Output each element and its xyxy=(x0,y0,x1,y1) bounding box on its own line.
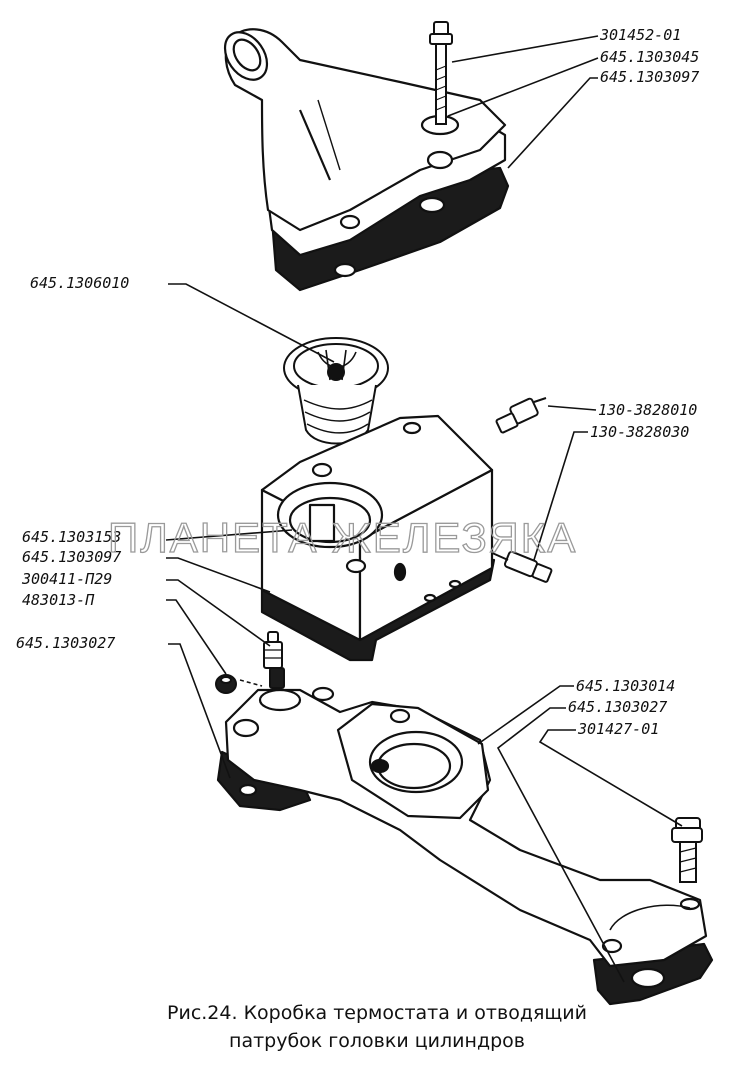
plug-483013 xyxy=(215,674,237,694)
watermark: ПЛАНЕТА ЖЕЛЕЗЯКА xyxy=(108,514,577,561)
top-bolt xyxy=(429,21,453,125)
leader-gasket-left xyxy=(168,643,231,779)
leader-cover xyxy=(447,57,599,117)
label-bolt-bottom: 301427-01 xyxy=(577,720,659,738)
label-housing: 645.1303153 xyxy=(22,528,121,546)
sensor-130-3828030 xyxy=(489,550,553,583)
bottom-bolt xyxy=(671,817,703,883)
cover-bolt-hole-left xyxy=(339,214,361,230)
cover-bolt-hole-right xyxy=(426,150,454,170)
label-gasket-right: 645.1303027 xyxy=(568,698,667,716)
label-plug: 483013-П xyxy=(22,591,95,609)
fitting-300411 xyxy=(263,631,285,689)
leader-sensor-2 xyxy=(533,431,588,561)
thermostat-housing xyxy=(260,414,496,662)
thermostat-cover xyxy=(223,28,510,292)
leader-gasket-mid xyxy=(166,557,271,593)
leader-fitting xyxy=(166,579,271,647)
label-gasket-left: 645.1303027 xyxy=(16,634,115,652)
label-cover: 645.1303045 xyxy=(600,48,699,66)
leader-gasket-right xyxy=(496,707,625,983)
label-sensor-2: 130-3828030 xyxy=(590,423,689,441)
label-gasket-mid: 645.1303097 xyxy=(22,548,121,566)
label-thermostat: 645.1306010 xyxy=(30,274,129,292)
leader-plug xyxy=(166,599,227,675)
sensor-130-3828010 xyxy=(495,397,547,434)
leader-bolt-top xyxy=(451,35,599,63)
leader-bolt-bottom xyxy=(538,729,683,827)
figure-caption-line-1: Рис.24. Коробка термостата и отводящий xyxy=(167,1002,587,1024)
cover-gasket-hole-2 xyxy=(418,196,446,214)
leader-thermostat xyxy=(168,283,335,363)
cover-gasket-hole-1 xyxy=(333,262,357,278)
label-sensor-1: 130-3828010 xyxy=(598,401,697,419)
leader-housing xyxy=(165,529,293,541)
outlet-pipe xyxy=(216,686,714,1006)
label-bolt-top: 301452-01 xyxy=(599,26,681,44)
label-fitting: 300411-П29 xyxy=(21,570,112,588)
leader-gasket-top xyxy=(507,77,598,169)
label-gasket-top: 645.1303097 xyxy=(600,68,699,86)
leader-pipe xyxy=(477,685,574,745)
leader-lines xyxy=(165,35,683,983)
thermostat xyxy=(283,337,389,445)
plug-guide-dash xyxy=(239,679,263,687)
cover-neck-bore xyxy=(232,38,262,72)
leader-sensor-1 xyxy=(547,405,597,411)
label-pipe: 645.1303014 xyxy=(576,677,675,695)
figure-caption-line-2: патрубок головки цилиндров xyxy=(229,1030,525,1052)
